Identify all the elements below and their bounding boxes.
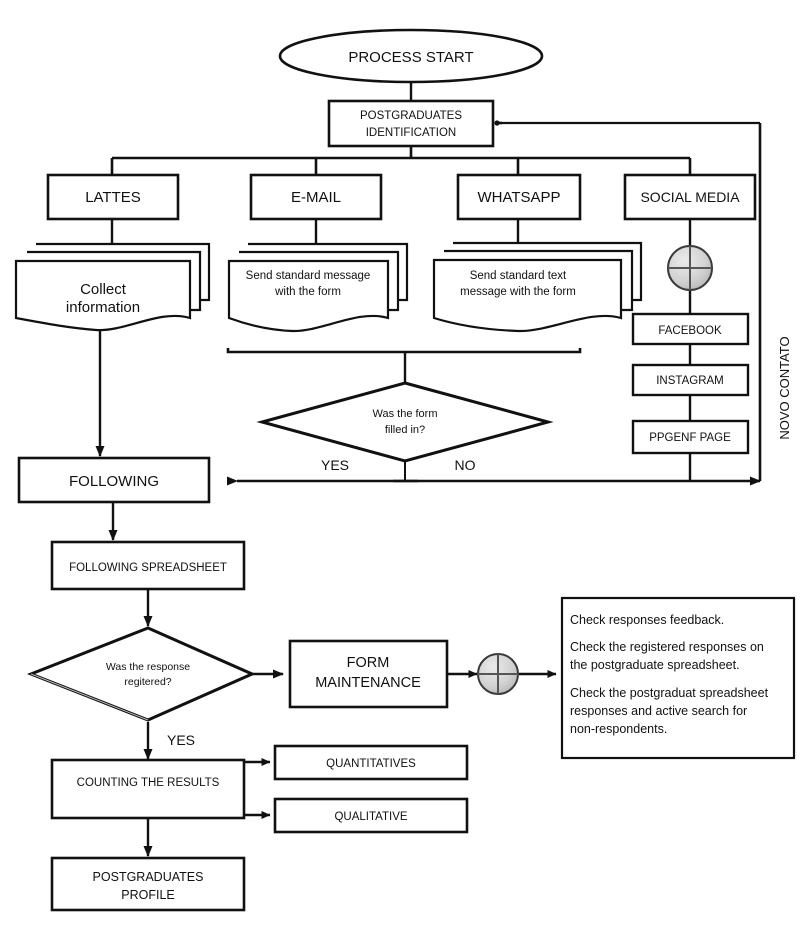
process-start-label: PROCESS START (348, 49, 473, 66)
email-doc-front-layer (227, 259, 390, 333)
connector-maintenance-junction[interactable] (477, 653, 519, 695)
lattes-shape (46, 173, 180, 221)
node-counting-the-results[interactable]: COUNTING THE RESULTS (50, 758, 246, 820)
collect-label-line2: information (66, 299, 140, 316)
social-junction-crosshair-icon (668, 246, 712, 290)
form-maintenance-label-line1: FORM (347, 655, 390, 671)
counting-label: COUNTING THE RESULTS (77, 777, 220, 789)
profile-label-line2: PROFILE (121, 888, 175, 902)
whatsapp-shape (456, 173, 582, 221)
quantitatives-label: QUANTITATIVES (326, 758, 416, 770)
whatsapp-doc-front-layer (432, 258, 623, 333)
profile-shape (50, 856, 246, 912)
note-line-1: Check responses feedback. (570, 613, 724, 627)
node-whatsapp[interactable]: WHATSAPP (456, 173, 582, 221)
node-send-standard-message[interactable]: Send standard message with the form (227, 242, 409, 333)
identification-label-line1: POSTGRADUATES (360, 110, 462, 122)
facebook-shape (631, 312, 750, 346)
node-decision-was-form-filled[interactable]: Was the form filled in? (256, 381, 554, 463)
node-facebook[interactable]: FACEBOOK (631, 312, 750, 346)
note-line-6: non-respondents. (570, 722, 667, 736)
edge-label-novo-contato: NOVO CONTATO (777, 336, 792, 439)
decision-response-label-line1: Was the response (106, 661, 190, 673)
instagram-shape (631, 363, 750, 397)
whatsapp-doc-label-line1: Send standard text (470, 270, 567, 282)
facebook-label: FACEBOOK (658, 325, 722, 337)
instagram-label: INSTAGRAM (656, 375, 724, 387)
decision-response-label-line2: regitered? (124, 676, 171, 688)
node-postgraduates-identification[interactable]: POSTGRADUATES IDENTIFICATION (327, 99, 495, 148)
email-shape (249, 173, 383, 221)
qualitative-label: QUALITATIVE (334, 811, 407, 823)
node-following[interactable]: FOLLOWING (17, 456, 211, 504)
following-shape (17, 456, 211, 504)
node-social-media[interactable]: SOCIAL MEDIA (623, 173, 757, 221)
form-maintenance-label-line2: MAINTENANCE (315, 675, 421, 691)
edge-label-yes-form: YES (321, 457, 349, 473)
email-doc-label-line1: Send standard message (246, 270, 371, 282)
node-instagram[interactable]: INSTAGRAM (631, 363, 750, 397)
note-shape (560, 596, 796, 760)
node-quantitatives[interactable]: QUANTITATIVES (273, 744, 469, 781)
lattes-label: LATTES (85, 189, 141, 206)
node-collect-information[interactable]: Collect information (14, 242, 211, 332)
node-qualitative[interactable]: QUALITATIVE (273, 797, 469, 834)
note-line-4: Check the postgraduat spreadsheet (570, 686, 769, 700)
email-label: E-MAIL (291, 189, 341, 206)
ppgenf-shape (631, 419, 750, 455)
following-spreadsheet-shape (50, 540, 246, 591)
quantitatives-shape (273, 744, 469, 781)
following-label: FOLLOWING (69, 473, 159, 490)
email-doc-label-line2: with the form (274, 286, 341, 298)
edge-label-no-form: NO (455, 457, 476, 473)
form-maintenance-shape (288, 639, 449, 709)
identification-label-line2: IDENTIFICATION (366, 127, 457, 139)
node-note-checks[interactable]: Check responses feedback. Check the regi… (560, 596, 796, 760)
social-media-shape (623, 173, 757, 221)
identification-shape (327, 99, 495, 148)
following-spreadsheet-label: FOLLOWING SPREADSHEET (69, 562, 227, 574)
note-line-3: the postgraduate spreadsheet. (570, 658, 740, 672)
decision-response-artifact-line (30, 673, 149, 721)
connector-social-junction[interactable] (667, 245, 713, 291)
maintenance-junction-crosshair-icon (478, 654, 518, 694)
counting-shape (50, 758, 246, 820)
whatsapp-label: WHATSAPP (477, 189, 560, 206)
connector-lines (95, 82, 762, 857)
decision-form-shape (256, 381, 554, 463)
decision-form-label-line1: Was the form (373, 408, 438, 420)
distribution-bus (112, 146, 690, 160)
node-process-start[interactable]: PROCESS START (278, 28, 544, 84)
collect-label-line1: Collect (80, 281, 127, 298)
qualitative-shape (273, 797, 469, 834)
note-line-5: responses and active search for (570, 704, 747, 718)
node-postgraduates-profile[interactable]: POSTGRADUATES PROFILE (50, 856, 246, 912)
node-ppgenf-page[interactable]: PPGENF PAGE (631, 419, 750, 455)
social-media-label: SOCIAL MEDIA (640, 189, 740, 205)
note-line-2: Check the registered responses on (570, 640, 764, 654)
node-decision-was-response-registered[interactable]: Was the response regitered? (26, 626, 256, 722)
node-following-spreadsheet[interactable]: FOLLOWING SPREADSHEET (50, 540, 246, 591)
process-start-shape (278, 28, 544, 84)
node-send-standard-text-message[interactable]: Send standard text message with the form (432, 241, 643, 333)
whatsapp-doc-label-line2: message with the form (460, 286, 576, 298)
decision-form-label-line2: filled in? (385, 424, 425, 436)
node-email[interactable]: E-MAIL (249, 173, 383, 221)
edge-label-yes-response: YES (167, 732, 195, 748)
node-lattes[interactable]: LATTES (46, 173, 180, 221)
node-form-maintenance[interactable]: FORM MAINTENANCE (288, 639, 449, 709)
profile-label-line1: POSTGRADUATES (93, 870, 204, 884)
collect-doc-front-layer (14, 259, 192, 332)
ppgenf-label: PPGENF PAGE (649, 432, 731, 444)
